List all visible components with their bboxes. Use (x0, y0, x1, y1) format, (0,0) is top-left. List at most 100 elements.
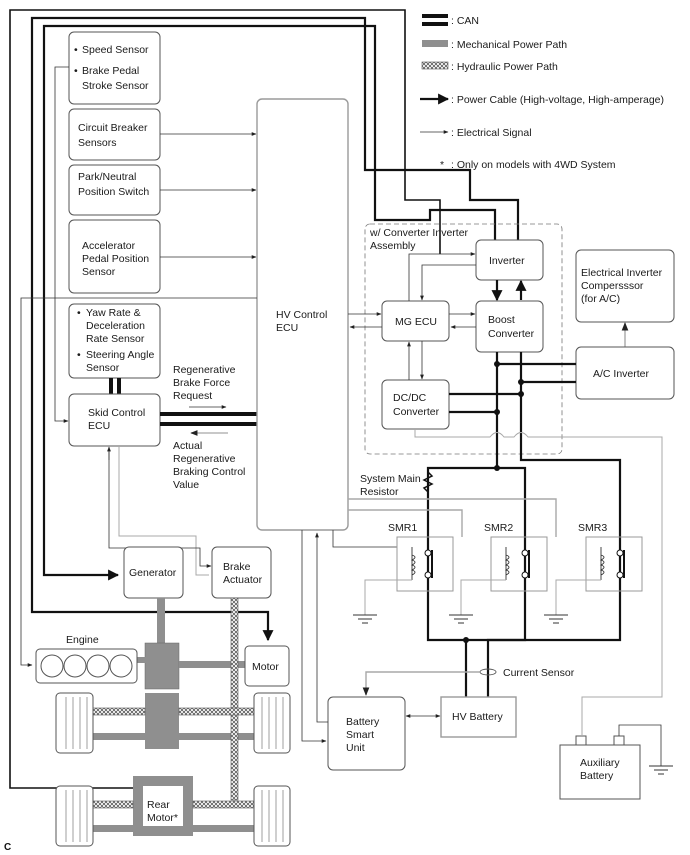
wheel-rear-left (55, 785, 94, 847)
cylinder-icon (109, 654, 133, 678)
wheels (55, 692, 291, 847)
hv-control-ecu-box: HV Control ECU (256, 98, 349, 531)
svg-text:•: • (74, 65, 78, 77)
svg-text:Smart: Smart (346, 729, 374, 741)
accelerator-pedal-sensor-box: Accelerator Pedal Position Sensor (68, 219, 161, 294)
svg-text:Motor: Motor (252, 661, 279, 673)
park-neutral-switch-box: Park/Neutral Position Switch (68, 164, 161, 216)
converter-assembly-boundary (364, 223, 563, 455)
can-yaw-skid (109, 378, 121, 394)
svg-text:Regenerative: Regenerative (173, 453, 236, 465)
svg-text:Actuator: Actuator (223, 574, 263, 586)
dcdc-converter-box: DC/DC Converter (381, 379, 450, 430)
legend-mechanical: : Mechanical Power Path (422, 39, 567, 51)
svg-text:ECU: ECU (276, 322, 298, 334)
svg-text:Auxiliary: Auxiliary (580, 757, 620, 769)
svg-text:Rate Sensor: Rate Sensor (86, 333, 145, 345)
auxiliary-battery-box: Auxiliary Battery (559, 735, 641, 800)
smr3-coil-icon (599, 547, 605, 580)
ground-icon (449, 614, 473, 624)
legend-can-label: : CAN (451, 15, 479, 27)
svg-text:Boost: Boost (488, 314, 515, 326)
svg-text:System Main: System Main (360, 473, 421, 485)
legend-power-cable: : Power Cable (High-voltage, High-ampera… (420, 93, 664, 106)
ground-icon (649, 765, 673, 775)
wheel-front-right (253, 692, 291, 754)
svg-text:Generator: Generator (129, 567, 177, 579)
svg-text:Battery: Battery (346, 716, 380, 728)
svg-text:HV Control: HV Control (276, 309, 327, 321)
svg-text:Sensor: Sensor (82, 266, 116, 278)
svg-text:A/C Inverter: A/C Inverter (593, 368, 650, 380)
svg-text:Brake Force: Brake Force (173, 377, 230, 389)
ground-icon (353, 614, 377, 624)
yaw-steering-sensor-box: • Yaw Rate & Deceleration Rate Sensor • … (68, 303, 161, 379)
hydraulic-path-icon (421, 61, 449, 70)
cylinder-icon (40, 654, 64, 678)
svg-text:Assembly: Assembly (370, 240, 416, 252)
skid-control-ecu-box: Skid Control ECU (68, 393, 161, 447)
legend-note: * : Only on models with 4WD System (440, 159, 616, 171)
cylinder-icon (86, 654, 110, 678)
legend-mechanical-label: : Mechanical Power Path (451, 39, 567, 51)
smr1-relay (396, 536, 454, 592)
generator-box: Generator (123, 546, 184, 599)
svg-text:Sensors: Sensors (78, 137, 117, 149)
legend-signal-label: : Electrical Signal (451, 127, 532, 139)
can-line-icon (422, 14, 448, 18)
legend-hydraulic-label: : Hydraulic Power Path (451, 61, 558, 73)
can-skid-hv (160, 412, 257, 426)
smr-relays: SMR1 SMR2 SMR3 (332, 498, 643, 624)
svg-text:Stroke Sensor: Stroke Sensor (82, 80, 149, 92)
wheel-front-left (55, 692, 94, 754)
rear-motor-box: Rear Motor* (143, 786, 183, 826)
brake-pedal-sensor-label: Brake Pedal (82, 65, 139, 77)
power-cable-generator (42, 24, 497, 581)
ground-icon (544, 614, 568, 624)
smr1-coil-icon (410, 547, 416, 580)
svg-text:Motor*: Motor* (147, 812, 178, 824)
mechanical-path-icon (422, 40, 448, 47)
svg-text:•: • (77, 349, 81, 361)
ac-inverter-box: A/C Inverter (575, 346, 675, 400)
engine-block (35, 648, 138, 684)
brake-actuator-box: Brake Actuator (211, 546, 272, 599)
legend-hydraulic: : Hydraulic Power Path (421, 61, 558, 73)
asterisk-icon: * (440, 159, 444, 171)
svg-text:Sensor: Sensor (86, 362, 120, 374)
smr1-label: SMR1 (388, 522, 417, 534)
svg-text:•: • (77, 307, 81, 319)
speed-sensor-label: Speed Sensor (82, 44, 149, 56)
svg-text:Deceleration: Deceleration (86, 320, 145, 332)
svg-text:Position Switch: Position Switch (78, 186, 149, 198)
converter-assembly-title: w/ Converter Inverter (369, 227, 469, 239)
svg-text:Skid Control: Skid Control (88, 407, 145, 419)
svg-text:Unit: Unit (346, 742, 365, 754)
svg-text:Actual: Actual (173, 440, 202, 452)
svg-text:DC/DC: DC/DC (393, 392, 427, 404)
speed-brake-sensor-box: • Speed Sensor • Brake Pedal Stroke Sens… (68, 31, 161, 105)
system-main-resistor-icon (422, 471, 434, 493)
svg-text:Yaw Rate &: Yaw Rate & (86, 307, 141, 319)
smr3-relay (585, 536, 643, 592)
signal-speed-to-skid (54, 66, 69, 423)
svg-text:Converter: Converter (488, 328, 535, 340)
svg-text:•: • (74, 44, 78, 56)
smr2-coil-icon (504, 547, 510, 580)
legend-can: : CAN (422, 14, 479, 27)
legend-note-label: : Only on models with 4WD System (451, 159, 616, 171)
boost-converter-box: Boost Converter (475, 300, 544, 353)
svg-text:Battery: Battery (580, 770, 614, 782)
current-sensor-label: Current Sensor (503, 667, 575, 679)
electric-inverter-compressor-box: Electrical Inverter Compersssor (for A/C… (575, 249, 675, 323)
svg-text:Request: Request (173, 390, 212, 402)
svg-text:Compersssor: Compersssor (581, 280, 644, 292)
legend-signal: : Electrical Signal (420, 127, 532, 139)
svg-text:MG ECU: MG ECU (395, 316, 437, 328)
svg-text:Circuit Breaker: Circuit Breaker (78, 122, 148, 134)
smr2-label: SMR2 (484, 522, 513, 534)
svg-text:(for A/C): (for A/C) (581, 293, 620, 305)
svg-text:ECU: ECU (88, 420, 110, 432)
svg-text:Braking Control: Braking Control (173, 466, 245, 478)
